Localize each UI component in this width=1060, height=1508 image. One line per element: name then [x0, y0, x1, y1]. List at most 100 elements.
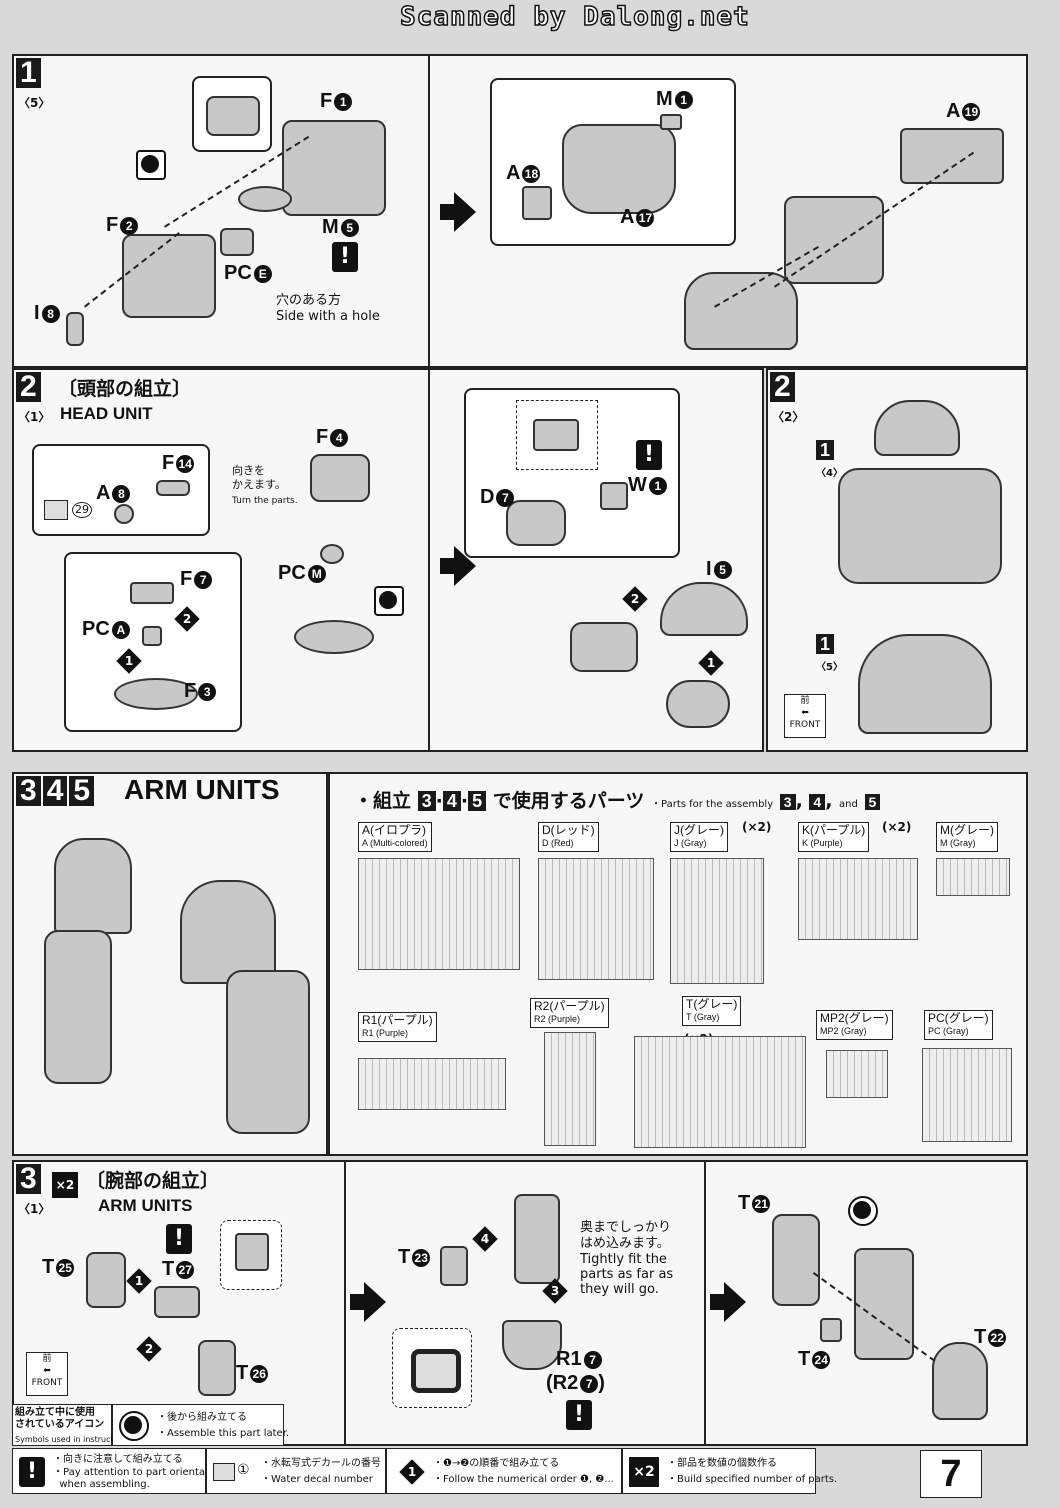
decal-icon: [213, 1463, 235, 1481]
legend-decal-cell: ① ・水転写式デカールの番号 ・Water decal number: [206, 1448, 386, 1494]
legend-later-cell: ・後から組み立てる ・Assemble this part later.: [112, 1404, 289, 1446]
legend-decal-jp: ・水転写式デカールの番号: [261, 1458, 381, 1469]
step-ref-5: 5: [468, 791, 487, 811]
part-letter: (R2: [546, 1372, 579, 1394]
ref-step: 1: [816, 634, 835, 654]
runner-pc-label: PC(グレー)PC (Gray): [924, 1010, 993, 1040]
cap-pce: [220, 228, 254, 256]
runner-r2: [544, 1032, 596, 1146]
part-t27: [154, 1286, 200, 1318]
part-t26: [198, 1340, 236, 1396]
runner-en: J (Gray): [674, 838, 707, 848]
legend-title-cell: 組み立て中に使用 されているアイコン Symbols used in instr…: [12, 1404, 130, 1446]
head-block-f2: [122, 234, 216, 318]
part-number: 4: [330, 428, 349, 447]
step-title-en: ARM UNITS: [98, 1196, 193, 1215]
attention-icon: !: [566, 1400, 592, 1430]
part-number: 24: [812, 1350, 831, 1369]
runner-d-label: D(レッド)D (Red): [538, 822, 599, 852]
part-number: M: [307, 564, 326, 583]
part-number: 23: [412, 1248, 431, 1267]
step-title-jp: 〔頭部の組立〕: [58, 378, 192, 400]
joint-detail-inset: [220, 1220, 282, 1290]
legend-attention-en: ・Pay attention to part orientation when …: [53, 1467, 225, 1490]
assemble-later-icon: [374, 586, 404, 616]
step-number: 2: [770, 372, 795, 402]
legend-order-en: ・Follow the numerical order ❶, ❷...: [433, 1474, 614, 1485]
part-letter: R1: [556, 1348, 582, 1370]
attention-icon: !: [19, 1457, 45, 1487]
mult-icon: ×2: [52, 1172, 78, 1198]
step-sub: 〈1〉: [18, 1202, 51, 1216]
arm-left-shoulder: [54, 838, 132, 934]
part-number: 5: [713, 560, 732, 579]
runner-en: K (Purple): [802, 838, 843, 848]
legend-mult-jp: ・部品を数値の個数作る: [667, 1458, 777, 1469]
runner-t: [634, 1036, 806, 1148]
runner-k-mult: (×2): [882, 820, 912, 834]
step-number-5: 5: [69, 776, 95, 806]
piece-a18: [522, 186, 552, 220]
front-indicator: 前⬅FRONT: [784, 694, 826, 738]
part-number: A: [111, 620, 130, 639]
step-ref-3: 3: [417, 791, 436, 811]
runner-jp: M(グレー): [940, 823, 994, 837]
decal-number: 29: [72, 502, 92, 518]
legend-mult-en: ・Build specified number of parts.: [667, 1474, 838, 1485]
part-letter: T: [42, 1256, 55, 1278]
legend-decal-en: ・Water decal number: [261, 1474, 373, 1485]
part-letter: I: [706, 558, 712, 580]
part-number: 7: [496, 488, 515, 507]
front-jp: 前: [42, 1354, 52, 1364]
part-number: 7: [580, 1374, 599, 1393]
mult-icon: ×2: [629, 1457, 659, 1487]
runner-jp: R2(パープル): [534, 999, 605, 1013]
part-letter: F: [316, 426, 329, 448]
order-1-icon: 1: [399, 1459, 425, 1485]
part-letter: F: [320, 90, 333, 112]
legend-later-jp: ・後から組み立てる: [157, 1412, 247, 1423]
part-letter: T: [798, 1348, 811, 1370]
antenna-f14: [156, 480, 190, 496]
part-t24: [820, 1318, 842, 1342]
order-3-number: 3: [550, 1284, 560, 1298]
part-number: 3: [198, 682, 217, 701]
face-d7: [506, 500, 566, 546]
helmet-i5: [660, 582, 748, 636]
part-number: 25: [56, 1258, 75, 1277]
runner-a-label: A(イロプラ)A (Multi-colored): [358, 822, 432, 852]
runner-en: PC (Gray): [928, 1026, 969, 1036]
step-ref-5: 5: [864, 794, 881, 810]
arm-right-forearm: [226, 970, 310, 1134]
attention-icon: !: [636, 440, 662, 470]
runner-a: [358, 858, 520, 970]
part-number: 22: [988, 1328, 1007, 1347]
parts-heading: ・組立 3·4·5 で使用するパーツ ・Parts for the assemb…: [354, 786, 881, 813]
order-2-number: 2: [182, 612, 192, 626]
part-letter: T: [162, 1258, 175, 1280]
runner-mp2-label: MP2(グレー)MP2 (Gray): [816, 1010, 893, 1040]
arm-left-forearm: [44, 930, 112, 1084]
runner-r1-label: R1(パープル)R1 (Purple): [358, 1012, 437, 1042]
part-letter: T: [398, 1246, 411, 1268]
runner-en: MP2 (Gray): [820, 1026, 867, 1036]
forearm-assembly: [854, 1248, 914, 1360]
pilot-i8: [66, 312, 84, 346]
part-bracket: ): [598, 1372, 605, 1394]
step-sub: 〈2〉: [772, 410, 805, 424]
order-1-icon: 1: [126, 1268, 152, 1294]
